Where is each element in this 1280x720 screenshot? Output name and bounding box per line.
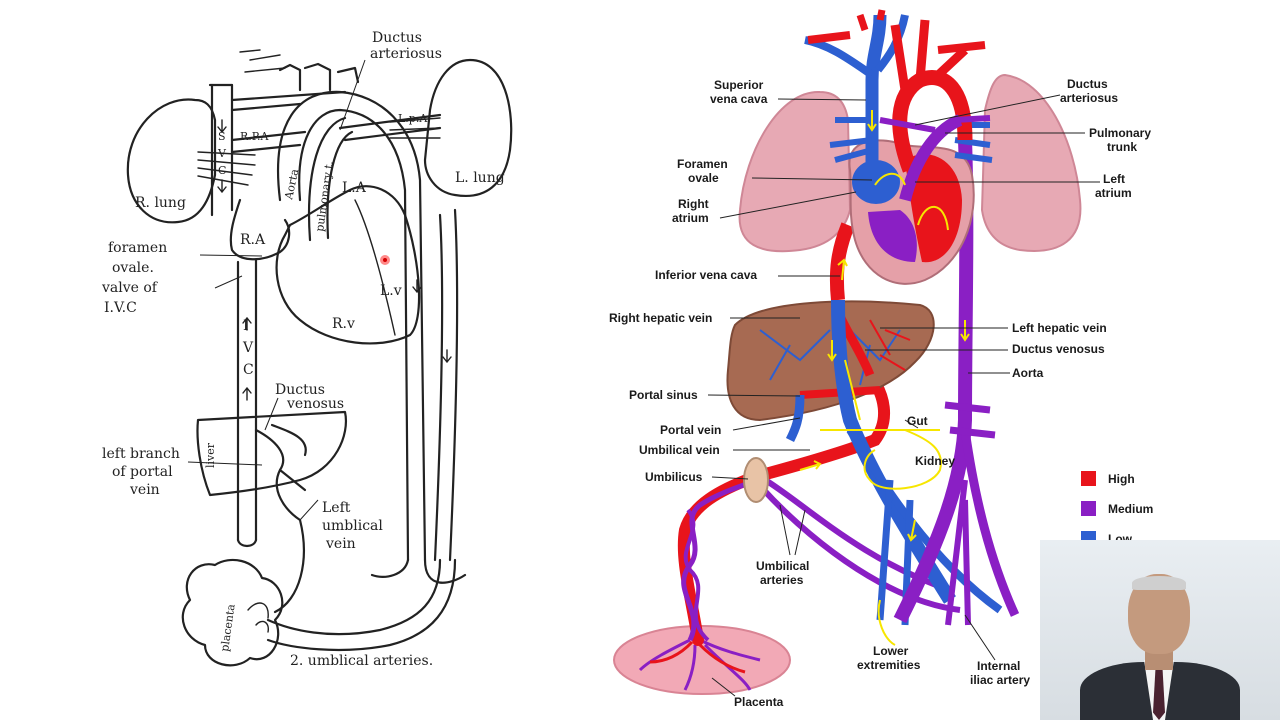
sketch-label-svc-s: S: [218, 130, 226, 143]
umbilicus-ring: [743, 457, 769, 503]
label-umbilicus: Umbilicus: [645, 470, 703, 484]
legend-label-high: High: [1108, 472, 1135, 486]
presenter-hair: [1132, 576, 1186, 590]
sketch-label-valve: valve of: [101, 280, 159, 296]
sketch-label-ivc-v: V: [242, 340, 254, 356]
label-umbilical-arteries-1: Umbilical: [756, 559, 809, 573]
label-foramen-ovale-2: ovale: [688, 171, 719, 185]
sketch-label-left-branch-1: left branch: [102, 446, 180, 462]
label-right-hepatic-vein: Right hepatic vein: [609, 311, 712, 325]
sketch-label-lpa: L.p.A: [398, 112, 428, 125]
label-kidney: Kidney: [915, 454, 955, 468]
umbilical-arteries-cord: [681, 479, 753, 642]
color-diagram: Superior vena cava Ductus arteriosus Pul…: [609, 9, 1153, 709]
label-right-atrium-1: Right: [678, 197, 709, 211]
umbilical-vein: [760, 371, 891, 481]
label-portal-sinus: Portal sinus: [629, 388, 698, 402]
label-superior-vena-cava-2: vena cava: [710, 92, 768, 106]
legend-label-medium: Medium: [1108, 502, 1153, 516]
label-umbilical-vein: Umbilical vein: [639, 443, 720, 457]
liver-shape: [726, 300, 935, 422]
sketch-label-placenta: placenta: [218, 603, 238, 653]
sketch-label-la: L.A: [342, 180, 367, 196]
sketch-right-lung: [126, 98, 217, 224]
label-ductus-arteriosus-2: arteriosus: [1060, 91, 1118, 105]
left-lung-shape: [980, 73, 1082, 252]
label-left-atrium-1: Left: [1103, 172, 1125, 186]
label-lower-extremities-1: Lower: [873, 644, 909, 658]
placenta-shape: [613, 625, 791, 695]
sketch-umbilical-vein: [254, 428, 305, 614]
flow-arrows: [799, 110, 970, 646]
sketch-pulmonary-trunk: [308, 116, 354, 242]
sketch-label-ductus-arteriosus-2: arteriosus: [370, 46, 442, 62]
sketch-label-left-branch-2: of portal: [112, 464, 173, 480]
sketch-descending-aorta: [370, 558, 467, 584]
label-pulmonary-trunk-1: Pulmonary: [1089, 126, 1151, 140]
sketch-label-ductus-arteriosus-1: Ductus: [372, 30, 422, 46]
sketch-label-ivc-valve: I.V.C: [104, 300, 137, 316]
label-superior-vena-cava-1: Superior: [714, 78, 764, 92]
sketch-label-left-umbilical-3: vein: [325, 536, 356, 552]
sketch-label-ra: R.A: [240, 232, 266, 248]
label-aorta: Aorta: [1012, 366, 1044, 380]
sketch-label-svc-v: V: [217, 147, 227, 160]
sketch-label-left-umbilical-1: Left: [322, 500, 351, 516]
sketch-label-ductus-venosus-2: venosus: [286, 396, 344, 412]
presenter-tie: [1153, 670, 1165, 720]
label-internal-iliac-2: iliac artery: [970, 673, 1030, 687]
label-ductus-arteriosus-1: Ductus: [1067, 77, 1108, 91]
hand-sketch: Ductus arteriosus R.P.A L.p.A R. lung L.…: [101, 30, 513, 669]
label-umbilical-arteries-2: arteries: [760, 573, 804, 587]
right-lung-shape: [738, 90, 852, 253]
sketch-label-l-lung: L. lung: [455, 170, 505, 186]
label-placenta: Placenta: [734, 695, 784, 709]
sketch-label-rv: R.v: [332, 316, 355, 332]
sketch-label-liver: liver: [204, 442, 217, 468]
label-right-atrium-2: atrium: [672, 211, 709, 225]
sketch-label-left-umbilical-2: umblical: [322, 518, 383, 534]
sketch-label-ovale: ovale.: [112, 260, 154, 276]
right-ventricle-shape: [868, 210, 917, 262]
sketch-label-r-lung: R. lung: [135, 195, 186, 211]
inferior-vena-cava: [829, 222, 855, 301]
label-lower-extremities-2: extremities: [857, 658, 921, 672]
sketch-label-ductus-venosus-1: Ductus: [275, 382, 325, 398]
sketch-label-rpa: R.P.A: [240, 130, 269, 143]
sketch-label-svc-c: C: [218, 164, 226, 177]
sketch-label-lv: L.v: [380, 283, 402, 299]
label-inferior-vena-cava: Inferior vena cava: [655, 268, 757, 282]
sketch-label-umbilical-arteries: 2. umblical arteries.: [290, 653, 433, 669]
label-internal-iliac-1: Internal: [977, 659, 1020, 673]
label-portal-vein: Portal vein: [660, 423, 721, 437]
sketch-liver: [196, 410, 347, 497]
label-ductus-venosus: Ductus venosus: [1012, 342, 1105, 356]
legend-swatch-high: [1081, 471, 1096, 486]
legend: High Medium Low: [1081, 471, 1153, 546]
presenter-webcam: [1040, 540, 1280, 720]
sketch-label-pulmonary-trunk: pulmonary t.: [313, 160, 336, 232]
legend-swatch-medium: [1081, 501, 1096, 516]
label-foramen-ovale-1: Foramen: [677, 157, 728, 171]
sketch-left-lung: [423, 58, 513, 197]
label-left-hepatic-vein: Left hepatic vein: [1012, 321, 1107, 335]
sketch-ivc: [236, 258, 258, 542]
sketch-label-ivc-i: I: [243, 318, 249, 334]
sketch-placenta: [181, 558, 284, 667]
sketch-label-ivc-c: C: [243, 362, 254, 378]
superior-vena-cava: [865, 14, 887, 162]
sketch-svc: [210, 83, 234, 217]
label-pulmonary-trunk-2: trunk: [1107, 140, 1137, 154]
sketch-aorta: [277, 90, 427, 562]
sketch-label-foramen: foramen: [108, 240, 167, 256]
label-left-atrium-2: atrium: [1095, 186, 1132, 200]
pulmonary-trunk: [899, 114, 963, 202]
left-heart-shape: [905, 154, 962, 263]
sketch-label-left-branch-3: vein: [129, 482, 160, 498]
sketch-heart: [275, 185, 421, 345]
label-gut: Gut: [907, 414, 928, 428]
portal-vein: [785, 394, 805, 443]
